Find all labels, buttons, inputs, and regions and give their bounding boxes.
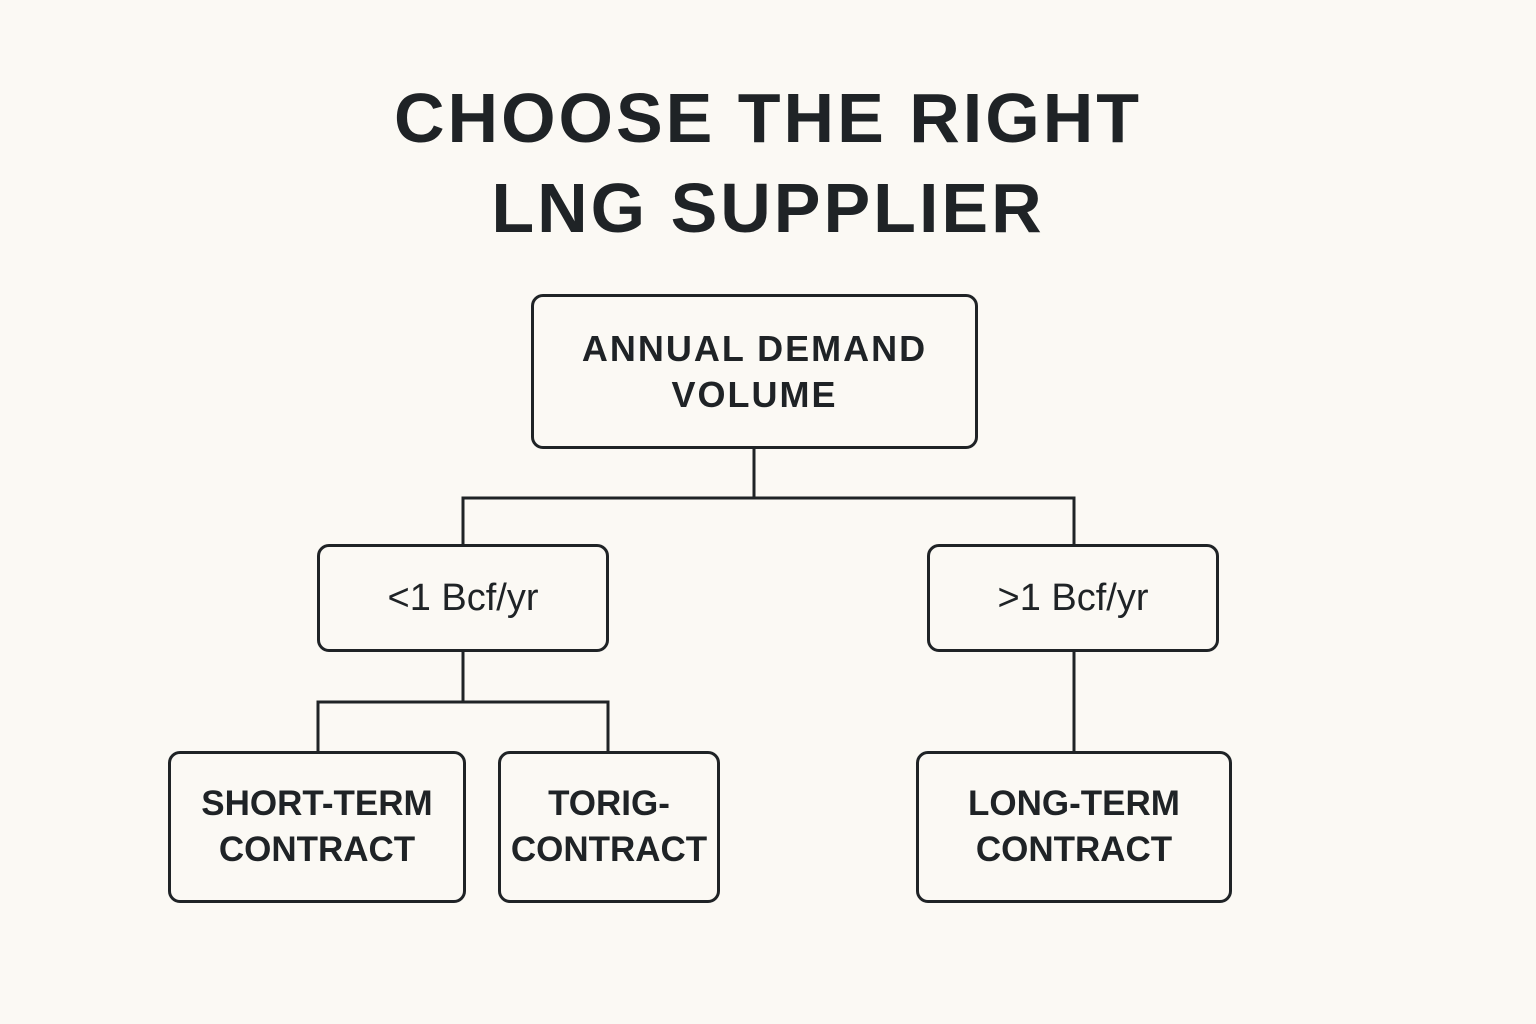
node-less-than-1-bcf: <1 Bcf/yr	[317, 544, 609, 652]
node-torig-line-1: TORIG-	[548, 784, 670, 823]
node-short-line-1: SHORT-TERM	[201, 784, 433, 823]
node-torig-contract: TORIG- CONTRACT	[498, 751, 720, 903]
diagram-title-line-2: LNG SUPPLIER	[491, 169, 1045, 247]
node-greater-than-1-bcf: >1 Bcf/yr	[927, 544, 1219, 652]
node-high-label: >1 Bcf/yr	[997, 576, 1149, 619]
diagram-title-line-1: CHOOSE THE RIGHT	[393, 79, 1143, 157]
node-root-line-2: VOLUME	[671, 373, 838, 415]
node-short-line-2: CONTRACT	[218, 830, 416, 869]
node-low-label: <1 Bcf/yr	[387, 576, 539, 619]
node-annual-demand-volume: ANNUAL DEMAND VOLUME	[531, 294, 978, 449]
node-short-term-contract: SHORT-TERM CONTRACT	[168, 751, 466, 903]
node-long-line-2: CONTRACT	[975, 830, 1173, 869]
node-root-line-1: ANNUAL DEMAND	[581, 327, 928, 369]
node-long-term-contract: LONG-TERM CONTRACT	[916, 751, 1232, 903]
connector-branch-bar	[461, 496, 1076, 544]
connector-low-branch-bar	[316, 700, 610, 751]
node-torig-line-2: CONTRACT	[510, 830, 708, 869]
node-long-line-1: LONG-TERM	[968, 784, 1180, 823]
